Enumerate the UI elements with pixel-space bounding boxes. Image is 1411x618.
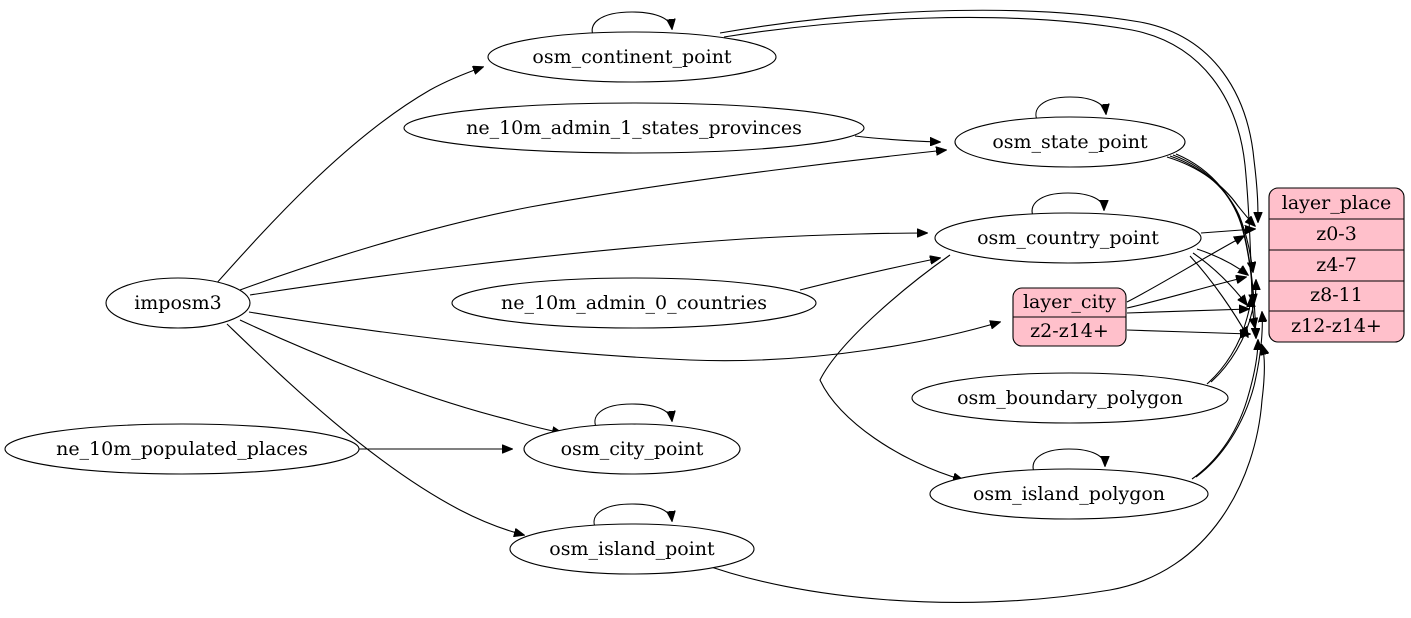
node-osm-island-polygon[interactable]: osm_island_polygon xyxy=(929,468,1209,520)
edge-osm-continent-point-to-layer-place-a xyxy=(719,9,1258,222)
edge-osm-country-point-to-layer-place-c xyxy=(1192,252,1247,305)
node-label-osm-island-point: osm_island_point xyxy=(549,538,715,560)
record-row-layer-city-z2-z14[interactable]: z2-z14+ xyxy=(1030,320,1109,342)
edge-osm-island-polygon-to-layer-place-b xyxy=(1195,312,1262,478)
record-node-layer-city[interactable]: layer_city z2-z14+ xyxy=(1012,287,1127,347)
node-shape-osm-continent-point xyxy=(487,31,777,83)
node-ne-10m-populated-places[interactable]: ne_10m_populated_places xyxy=(4,423,360,475)
record-row-layer-place-z8-11[interactable]: z8-11 xyxy=(1310,284,1363,306)
edge-osm-island-polygon-to-layer-place-a xyxy=(1191,340,1258,480)
edge-imposm3-to-osm-city-point xyxy=(239,319,562,433)
edge-osm-country-point-to-layer-place-a xyxy=(1200,229,1255,233)
node-label-osm-boundary-polygon: osm_boundary_polygon xyxy=(957,387,1183,409)
edge-osm-state-point-to-layer-place-b xyxy=(1169,155,1253,272)
node-label-ne-10m-populated-places: ne_10m_populated_places xyxy=(56,438,308,460)
node-label-osm-city-point: osm_city_point xyxy=(561,438,704,460)
record-row-layer-place-z12-z14[interactable]: z12-z14+ xyxy=(1291,315,1382,337)
edge-osm-continent-point-to-layer-place-b xyxy=(723,16,1255,328)
node-ne-10m-admin-1-states-provinces[interactable]: ne_10m_admin_1_states_provinces xyxy=(403,102,865,154)
node-label-osm-continent-point: osm_continent_point xyxy=(532,46,732,68)
node-shape-imposm3 xyxy=(105,277,251,329)
edge-osm-boundary-polygon-to-layer-place-a xyxy=(1206,297,1251,385)
edge-imposm3-to-osm-country-point xyxy=(249,233,927,296)
node-shape-ne-10m-admin-1-states-provinces xyxy=(403,102,865,154)
node-label-osm-state-point: osm_state_point xyxy=(992,131,1148,153)
node-osm-continent-point[interactable]: osm_continent_point xyxy=(487,31,777,83)
edge-self-loop-osm-country-point xyxy=(1031,192,1104,219)
edge-self-loop-osm-island-polygon xyxy=(1032,448,1105,475)
edge-ne-admin0-to-osm-country-point xyxy=(799,258,940,291)
edge-layer-city-to-layer-place-c xyxy=(1126,309,1249,313)
edge-layer-city-to-layer-place-a xyxy=(1126,236,1244,303)
node-shape-ne-10m-admin-0-countries xyxy=(451,277,817,329)
edge-self-loop-osm-island-point xyxy=(593,503,672,530)
edge-layer-city-to-layer-place-d xyxy=(1126,330,1250,334)
record-row-layer-place-z4-7[interactable]: z4-7 xyxy=(1316,254,1357,276)
edge-osm-island-point-to-layer-place xyxy=(699,345,1264,603)
record-layer: layer_city z2-z14+ layer_place z0-3 z4-7… xyxy=(1012,187,1405,347)
node-osm-city-point[interactable]: osm_city_point xyxy=(523,423,741,475)
node-osm-boundary-polygon[interactable]: osm_boundary_polygon xyxy=(911,372,1229,424)
node-shape-osm-state-point xyxy=(954,116,1186,168)
edge-osm-country-point-to-layer-place-d xyxy=(1189,255,1248,337)
node-label-osm-island-polygon: osm_island_polygon xyxy=(973,483,1165,505)
edge-imposm3-to-osm-state-point xyxy=(239,150,946,291)
record-row-layer-place-z0-3[interactable]: z0-3 xyxy=(1316,223,1357,245)
edge-osm-country-point-to-layer-place-b xyxy=(1196,248,1248,275)
record-box-layer-place xyxy=(1268,187,1405,343)
node-osm-island-point[interactable]: osm_island_point xyxy=(509,523,755,575)
node-osm-state-point[interactable]: osm_state_point xyxy=(954,116,1186,168)
node-shape-ne-10m-populated-places xyxy=(4,423,360,475)
node-shape-osm-city-point xyxy=(523,423,741,475)
edge-ne-admin1-to-osm-state-point xyxy=(854,135,940,142)
edge-imposm3-to-osm-continent-point xyxy=(214,67,483,286)
record-node-layer-place[interactable]: layer_place z0-3 z4-7 z8-11 z12-z14+ xyxy=(1268,187,1405,343)
edge-osm-state-point-to-layer-place-d xyxy=(1175,153,1256,338)
edge-layer xyxy=(214,9,1264,603)
edge-imposm3-to-layer-city xyxy=(248,311,1000,362)
node-shape-osm-boundary-polygon xyxy=(911,372,1229,424)
node-osm-country-point[interactable]: osm_country_point xyxy=(934,212,1202,264)
record-row-layer-place-title: layer_place xyxy=(1282,192,1391,214)
edge-osm-boundary-polygon-to-layer-place-b xyxy=(1210,280,1256,383)
node-label-ne-10m-admin-1-states-provinces: ne_10m_admin_1_states_provinces xyxy=(466,117,802,139)
node-label-ne-10m-admin-0-countries: ne_10m_admin_0_countries xyxy=(501,292,767,314)
edge-osm-country-point-to-osm-island-polygon xyxy=(819,254,963,480)
node-shape-osm-island-point xyxy=(509,523,755,575)
node-ne-10m-admin-0-countries[interactable]: ne_10m_admin_0_countries xyxy=(451,277,817,329)
edge-self-loop-osm-city-point xyxy=(594,403,672,430)
edge-osm-state-point-to-layer-place-a xyxy=(1166,156,1255,226)
record-row-layer-city-title: layer_city xyxy=(1023,291,1116,313)
edge-imposm3-to-osm-island-point xyxy=(226,323,524,535)
node-label-imposm3: imposm3 xyxy=(134,292,222,314)
edge-layer-city-to-layer-place-b xyxy=(1126,277,1246,309)
edge-self-loop-osm-continent-point xyxy=(591,11,672,38)
node-shape-osm-island-polygon xyxy=(929,468,1209,520)
node-layer: imposm3 ne_10m_populated_places osm_cont… xyxy=(4,31,1229,575)
edge-self-loop-osm-state-point xyxy=(1035,96,1106,123)
node-shape-osm-country-point xyxy=(934,212,1202,264)
node-label-osm-country-point: osm_country_point xyxy=(977,227,1159,249)
node-imposm3[interactable]: imposm3 xyxy=(105,277,251,329)
